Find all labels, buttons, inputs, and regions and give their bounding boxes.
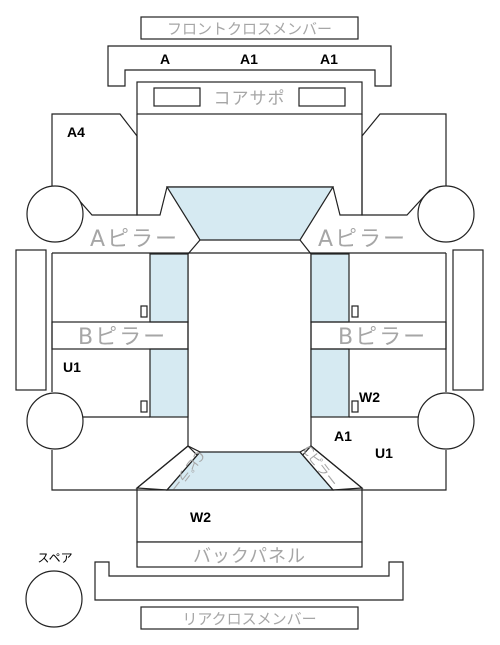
headlight-left <box>153 87 201 107</box>
right-side-skirt <box>452 249 484 391</box>
b-pillar-left <box>51 321 189 350</box>
front-mark-right: A1 <box>320 51 338 67</box>
a-pillar-left-label: Aピラー <box>90 227 179 252</box>
left-rear-window <box>149 348 189 418</box>
rear-right-wheel <box>417 392 475 450</box>
rear-left-wheel <box>26 392 84 450</box>
trunk <box>136 489 363 543</box>
b-pillar-left-label: Bピラー <box>78 325 167 350</box>
front-mark-center: A1 <box>240 51 258 67</box>
left-side-skirt <box>15 249 47 391</box>
left-fender-mark: A4 <box>67 124 85 140</box>
trunk-mark: W2 <box>190 509 211 525</box>
b-pillar-right-label: Bピラー <box>338 325 427 350</box>
front-cross-member-box <box>140 16 359 40</box>
spare-tire <box>25 570 83 628</box>
c-pillar-left <box>135 445 201 491</box>
c-pillar-right <box>299 445 364 491</box>
right-front-window <box>310 253 350 323</box>
rear-cross-member-label: リアクロスメンバー <box>182 610 316 628</box>
back-panel <box>136 541 363 568</box>
spare-label: スペア <box>37 551 72 565</box>
back-panel-label: バックパネル <box>193 546 306 567</box>
windshield <box>165 186 335 241</box>
right-rear-mark-w2: W2 <box>359 389 380 405</box>
right-rear-mark-u1: U1 <box>375 445 393 461</box>
rear-bumper <box>94 561 404 601</box>
front-bumper <box>107 45 392 87</box>
a-pillar-right-label: Aピラー <box>318 227 407 252</box>
front-right-wheel <box>417 185 475 243</box>
left-front-door-handle <box>140 305 148 318</box>
b-pillar-right <box>310 321 447 350</box>
left-rear-door-handle <box>140 400 148 413</box>
right-front-door-handle <box>351 305 359 318</box>
left-rear-mark: U1 <box>63 359 81 375</box>
front-left-wheel <box>26 185 84 243</box>
headlight-right <box>298 87 346 107</box>
right-rear-window <box>310 348 350 418</box>
cabin-outline <box>187 239 312 459</box>
right-rear-door-handle <box>351 400 359 413</box>
front-mark-left: A <box>160 51 170 67</box>
rear-cross-member-box <box>140 606 359 630</box>
right-rear-mark-a1: A1 <box>334 428 352 444</box>
front-cross-member-label: フロントクロスメンバー <box>167 20 332 38</box>
left-front-window <box>149 253 189 323</box>
core-support-label: コアサポ <box>214 89 286 109</box>
